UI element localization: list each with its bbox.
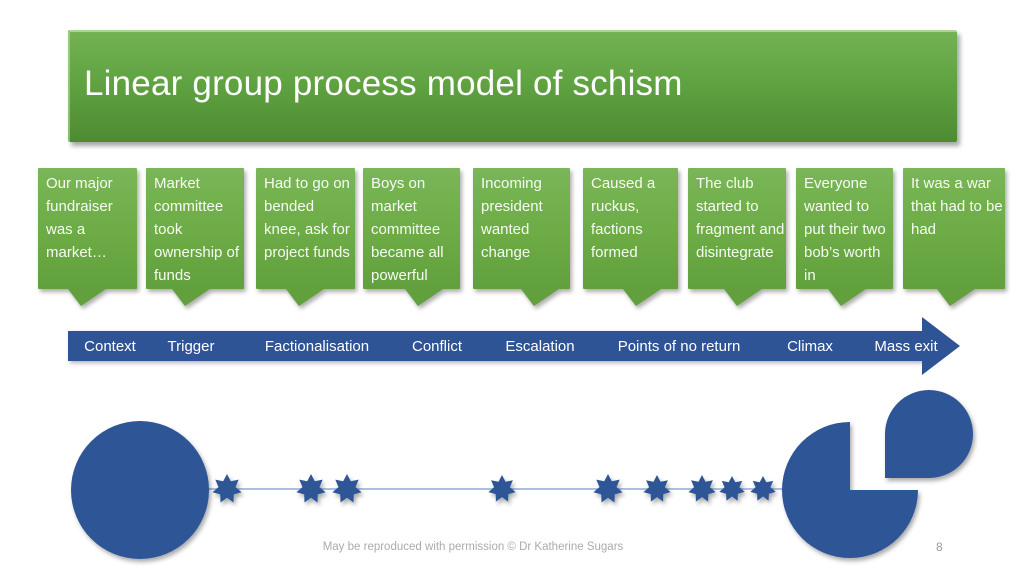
- slide-page-number: 8: [936, 540, 943, 554]
- stage-label-mass-exit: Mass exit: [874, 338, 938, 355]
- callout-6: Caused a ruckus, factions formed: [583, 168, 678, 306]
- callout-7: The club started to fragment and disinte…: [688, 168, 786, 306]
- callout-text: It was a war that had to be had: [911, 175, 1003, 238]
- star-burst-shape: [719, 476, 745, 501]
- stage-label-factionalisation: Factionalisation: [264, 338, 370, 355]
- callout-text: Everyone wanted to put their two bob’s w…: [804, 175, 886, 284]
- star-burst-shape: [488, 475, 516, 502]
- callout-5: Incoming president wanted change: [473, 168, 570, 306]
- callout-8: Everyone wanted to put their two bob’s w…: [796, 168, 893, 306]
- star-burst-shape: [212, 474, 242, 503]
- stage-label-points-of-no-return: Points of no return: [617, 338, 741, 355]
- star-burst-shape: [332, 474, 362, 503]
- callout-text: Our major fundraiser was a market…: [46, 175, 113, 261]
- footer-permission-text: May be reproduced with permission © Dr K…: [322, 541, 624, 553]
- callout-text: Caused a ruckus, factions formed: [591, 175, 656, 261]
- stage-label-context: Context: [84, 338, 136, 355]
- star-burst-shape: [643, 475, 671, 502]
- stage-label-trigger: Trigger: [167, 338, 215, 355]
- page-title: Linear group process model of schism: [84, 64, 683, 103]
- star-burst-shape: [750, 476, 776, 501]
- stage-label-escalation: Escalation: [505, 338, 575, 355]
- callout-3: Had to go on bended knee, ask for projec…: [256, 168, 355, 306]
- stage-label-conflict: Conflict: [411, 338, 463, 355]
- star-burst-shape: [593, 474, 623, 503]
- star-burst-shape: [296, 474, 326, 503]
- callout-text: Incoming president wanted change: [481, 175, 543, 261]
- fragmented-pie-shape: [782, 422, 918, 558]
- process-arrow-band: [68, 331, 922, 361]
- callout-text: Market committee took ownership of funds: [154, 175, 240, 284]
- callout-4: Boys on market committee became all powe…: [363, 168, 460, 306]
- callout-text: Boys on market committee became all powe…: [371, 175, 444, 284]
- callout-text: Had to go on bended knee, ask for projec…: [264, 175, 350, 261]
- title-banner: Linear group process model of schism: [68, 30, 957, 142]
- pie-wedge-shape: [885, 390, 973, 478]
- callout-9: It was a war that had to be had: [903, 168, 1005, 306]
- stage-label-climax: Climax: [787, 338, 833, 355]
- start-circle-shape: [71, 421, 209, 559]
- callout-text: The club started to fragment and disinte…: [696, 175, 785, 261]
- star-burst-shape: [688, 475, 716, 502]
